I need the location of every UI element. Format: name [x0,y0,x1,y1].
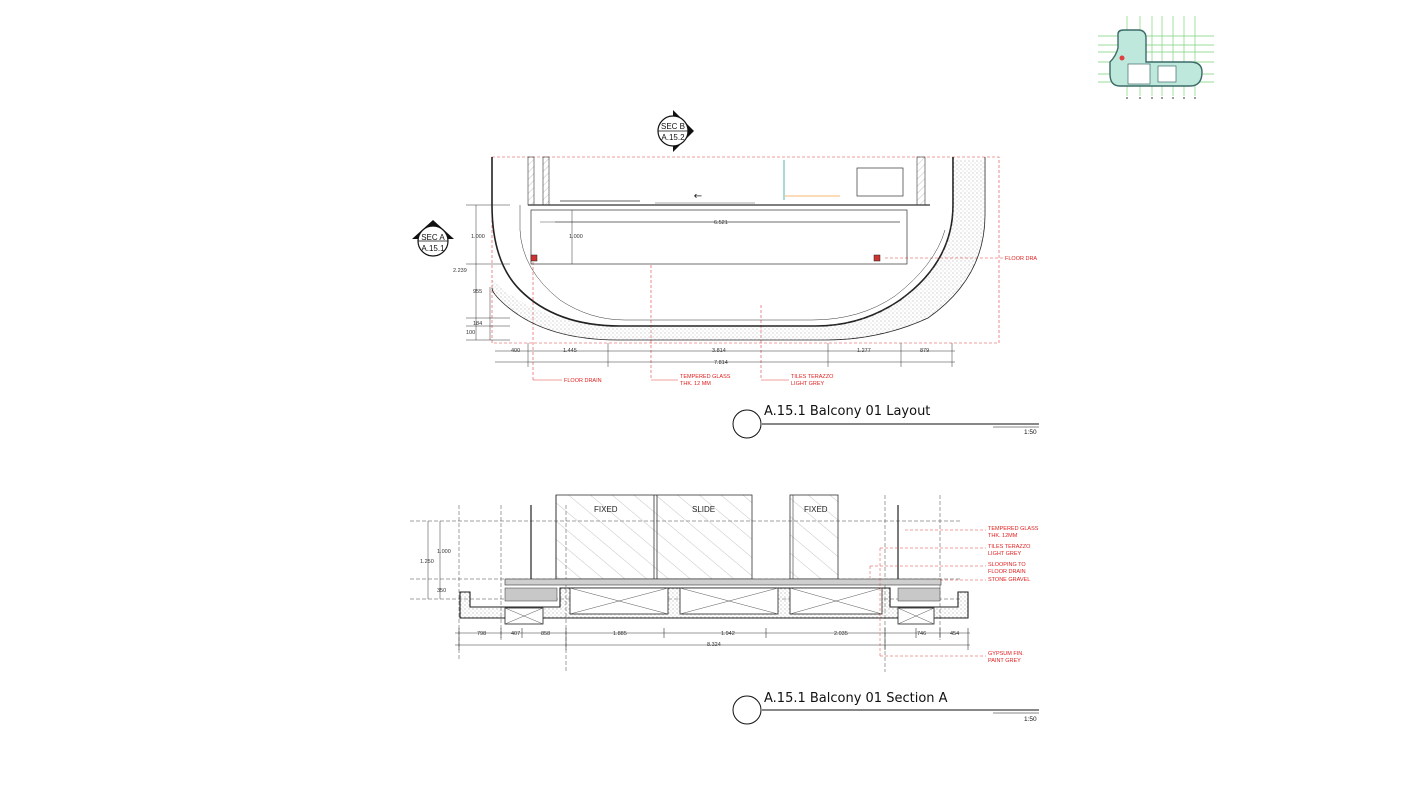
section-title-block: A.15.1 Balcony 01 Section A 1:50 [732,691,1039,725]
plan-dim-bottom: 400 [511,348,520,354]
section-dim-left: 350 [437,588,446,594]
layout-title: A.15.1 Balcony 01 Layout [764,404,930,419]
plan-dim-bottom: 3.814 [712,348,726,354]
section-dim-bottom: 1.885 [613,631,627,637]
section-dim-bottom: 1.942 [721,631,735,637]
plan-dim-bottom: 879 [920,348,929,354]
section-dim-bottom: 454 [950,631,959,637]
plan-dim-total: 7.814 [714,360,728,366]
section-note-gravel: STONE GRAVEL [988,577,1030,583]
plan-note-tiles-grey: LIGHT GREY [791,381,825,387]
plan-dim-bottom: 1.277 [857,348,871,354]
section-note-gypsum-paint: PAINT GREY [988,658,1021,664]
plan-dim-left: 2.239 [453,268,467,274]
layout-title-block: A.15.1 Balcony 01 Layout 1:50 [732,404,1039,439]
key-plan [1098,16,1214,99]
plan-note-floor-drain: FLOOR DRAIN [564,378,602,384]
section-note-glass-thk: THK. 12MM [988,533,1018,539]
section-note-slope: SLOOPING TO [988,562,1026,568]
section-dim-total: 8.324 [707,642,721,648]
plan-dim-bottom: 1.445 [563,348,577,354]
window-label-fixed-1: FIXED [594,505,618,514]
section-dim-bottom: 746 [917,631,926,637]
sec-a-ref: A.15.1 [421,244,445,253]
window-label-slide: SLIDE [692,505,715,514]
sec-a-label: SEC A [421,233,445,242]
section-dim-bottom: 2.035 [834,631,848,637]
plan-dim-left: 100 [466,330,475,336]
section-note-gypsum: GYPSUM FIN. [988,651,1024,657]
section-dim-bottom: 858 [541,631,550,637]
section-note-glass: TEMPERED GLASS [988,526,1039,532]
section-marker-a[interactable]: SEC A A.15.1 [412,220,454,257]
balcony-plan-view: ← 6.521 1. [453,156,1037,387]
section-dim-left: 1.250 [420,559,434,565]
plan-note-floor-drain-right: FLOOR DRA [1005,256,1037,262]
balcony-section-view: FIXED SLIDE FIXED [410,494,1039,672]
sec-b-ref: A.15.2 [661,133,685,142]
section-dim-bottom: 407 [511,631,520,637]
plan-note-tiles: TILES TERAZZO [791,374,834,380]
section-scale: 1:50 [1024,716,1037,723]
sec-b-label: SEC B [661,122,685,131]
plan-note-glass-thk: THK. 12 MM [680,381,711,387]
plan-dim-6521: 6.521 [714,220,728,226]
section-note-slope-drain: FLOOR DRAIN [988,569,1026,575]
section-note-tiles-grey: LIGHT GREY [988,551,1022,557]
window-label-fixed-2: FIXED [804,505,828,514]
svg-text:←: ← [694,191,702,202]
layout-scale: 1:50 [1024,429,1037,436]
section-note-tiles: TILES TERAZZO [988,544,1031,550]
plan-dim-1000: 1.000 [569,234,583,240]
plan-dim-left: 184 [473,321,482,327]
plan-dim-left: 955 [473,289,482,295]
section-dim-left: 1.000 [437,549,451,555]
plan-note-glass: TEMPERED GLASS [680,374,731,380]
section-marker-b[interactable]: SEC B A.15.2 [657,110,694,152]
plan-dim-left: 1.000 [471,234,485,240]
section-title: A.15.1 Balcony 01 Section A [764,691,948,706]
section-dim-bottom: 798 [477,631,486,637]
